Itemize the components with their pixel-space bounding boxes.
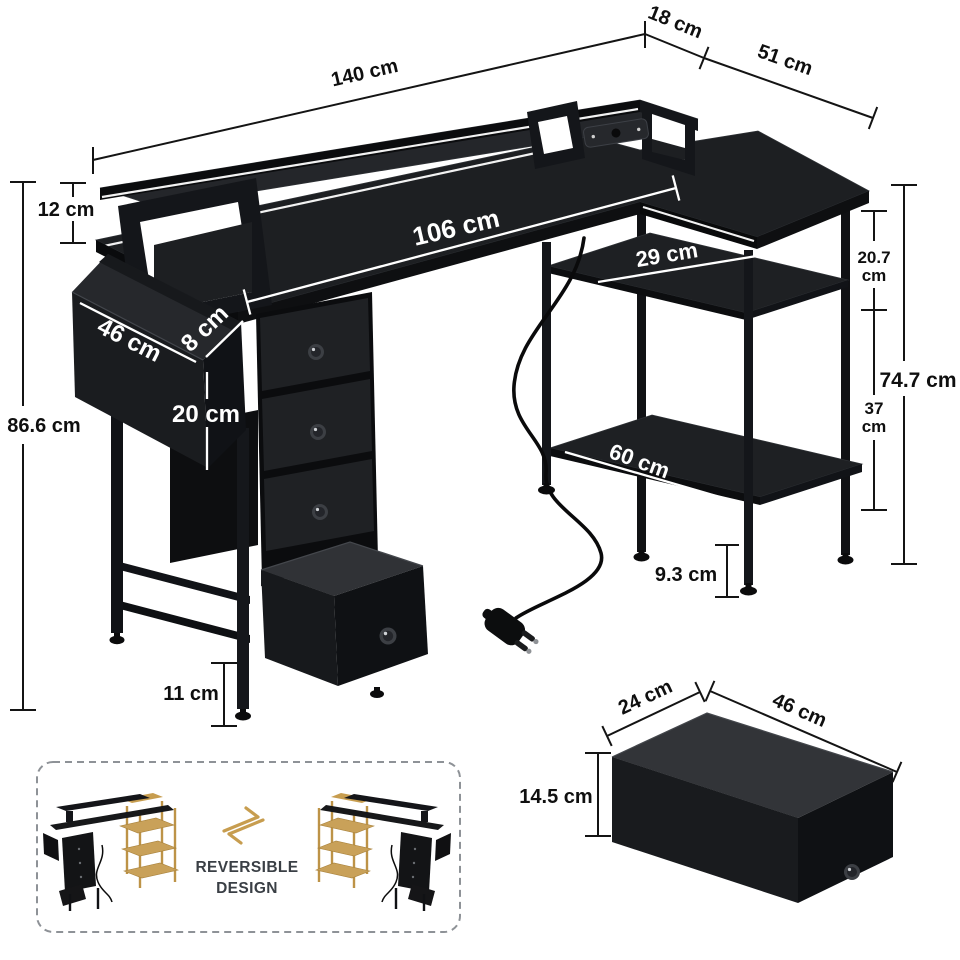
mini-desk-right: [314, 791, 453, 913]
dim-top-shelf-depth: 18 cm: [644, 2, 710, 70]
wing-led-strip: [642, 206, 755, 242]
power-strip: [583, 118, 649, 148]
svg-text:20.7: 20.7: [857, 248, 890, 267]
svg-text:74.7 cm: 74.7 cm: [879, 369, 956, 392]
monitor-shelf-support-mid: [527, 101, 585, 169]
svg-text:24 cm: 24 cm: [615, 676, 676, 720]
monitor-shelf-support-right: [642, 102, 695, 176]
inset-dashed-border: [36, 761, 461, 933]
desk-illustration: 46 cm 8 cm 20 cm 29 cm 60 cm: [71, 99, 870, 721]
svg-text:12 cm: 12 cm: [38, 199, 95, 221]
svg-text:cm: cm: [862, 417, 887, 436]
dim-side-height: 74.7 cm: [879, 184, 957, 565]
svg-text:37: 37: [865, 399, 884, 418]
pocket-height-label: 20 cm: [172, 401, 240, 428]
inset-title-line1: REVERSIBLE: [195, 859, 298, 876]
drawer-knob: [312, 504, 328, 520]
drawer-knob: [379, 627, 397, 645]
mini-desk-left: [43, 793, 180, 911]
pulled-out-drawer: [260, 541, 428, 698]
dim-riser-height: 12 cm: [38, 182, 95, 244]
bottom-shelf-line: [564, 450, 731, 502]
shelf-unit-back-legs: [633, 157, 854, 565]
dim-shelf-gaps: 20.7 cm 37 cm: [857, 210, 891, 511]
svg-text:14.5 cm: 14.5 cm: [519, 786, 592, 808]
power-plug: [482, 607, 539, 654]
swap-arrows-icon: [222, 806, 265, 845]
svg-text:51 cm: 51 cm: [755, 41, 816, 81]
svg-text:140 cm: 140 cm: [329, 55, 400, 91]
power-strip-screw: [591, 134, 595, 139]
svg-text:11 cm: 11 cm: [163, 683, 219, 705]
power-strip-outlet: [611, 128, 621, 138]
side-pocket: 46 cm 8 cm 20 cm: [71, 254, 246, 470]
drawer-knob: [844, 864, 860, 880]
dim-side-top-depth: 51 cm: [703, 41, 879, 130]
inset-title-line2: DESIGN: [216, 880, 278, 897]
drawer-detail: 24 cm 46 cm 14.5 cm: [519, 676, 903, 903]
dim-drawer-height: 14.5 cm: [519, 752, 611, 837]
svg-text:86.6 cm: 86.6 cm: [7, 415, 80, 437]
drawer-unit: [256, 292, 378, 582]
dim-overall-height: 86.6 cm: [7, 181, 81, 711]
reversible-inset: REVERSIBLE DESIGN: [36, 761, 461, 933]
drawer-knob: [310, 424, 326, 440]
power-cord: [512, 236, 604, 620]
pocket-length-line: [79, 301, 197, 364]
bottom-shelf: [548, 414, 864, 505]
dim-desk-leg-height: 11 cm: [163, 662, 237, 727]
drawer-knob: [308, 344, 324, 360]
middle-shelf-line: [597, 251, 776, 284]
svg-text:46 cm: 46 cm: [769, 689, 830, 732]
svg-text:cm: cm: [862, 266, 887, 285]
middle-shelf: [546, 232, 850, 320]
svg-text:9.3 cm: 9.3 cm: [655, 564, 717, 586]
dim-shelf-leg-height: 9.3 cm: [655, 544, 739, 598]
pocket-depth-line: [205, 320, 244, 358]
power-strip-screw: [637, 127, 641, 132]
left-leg-frame: [109, 396, 258, 721]
